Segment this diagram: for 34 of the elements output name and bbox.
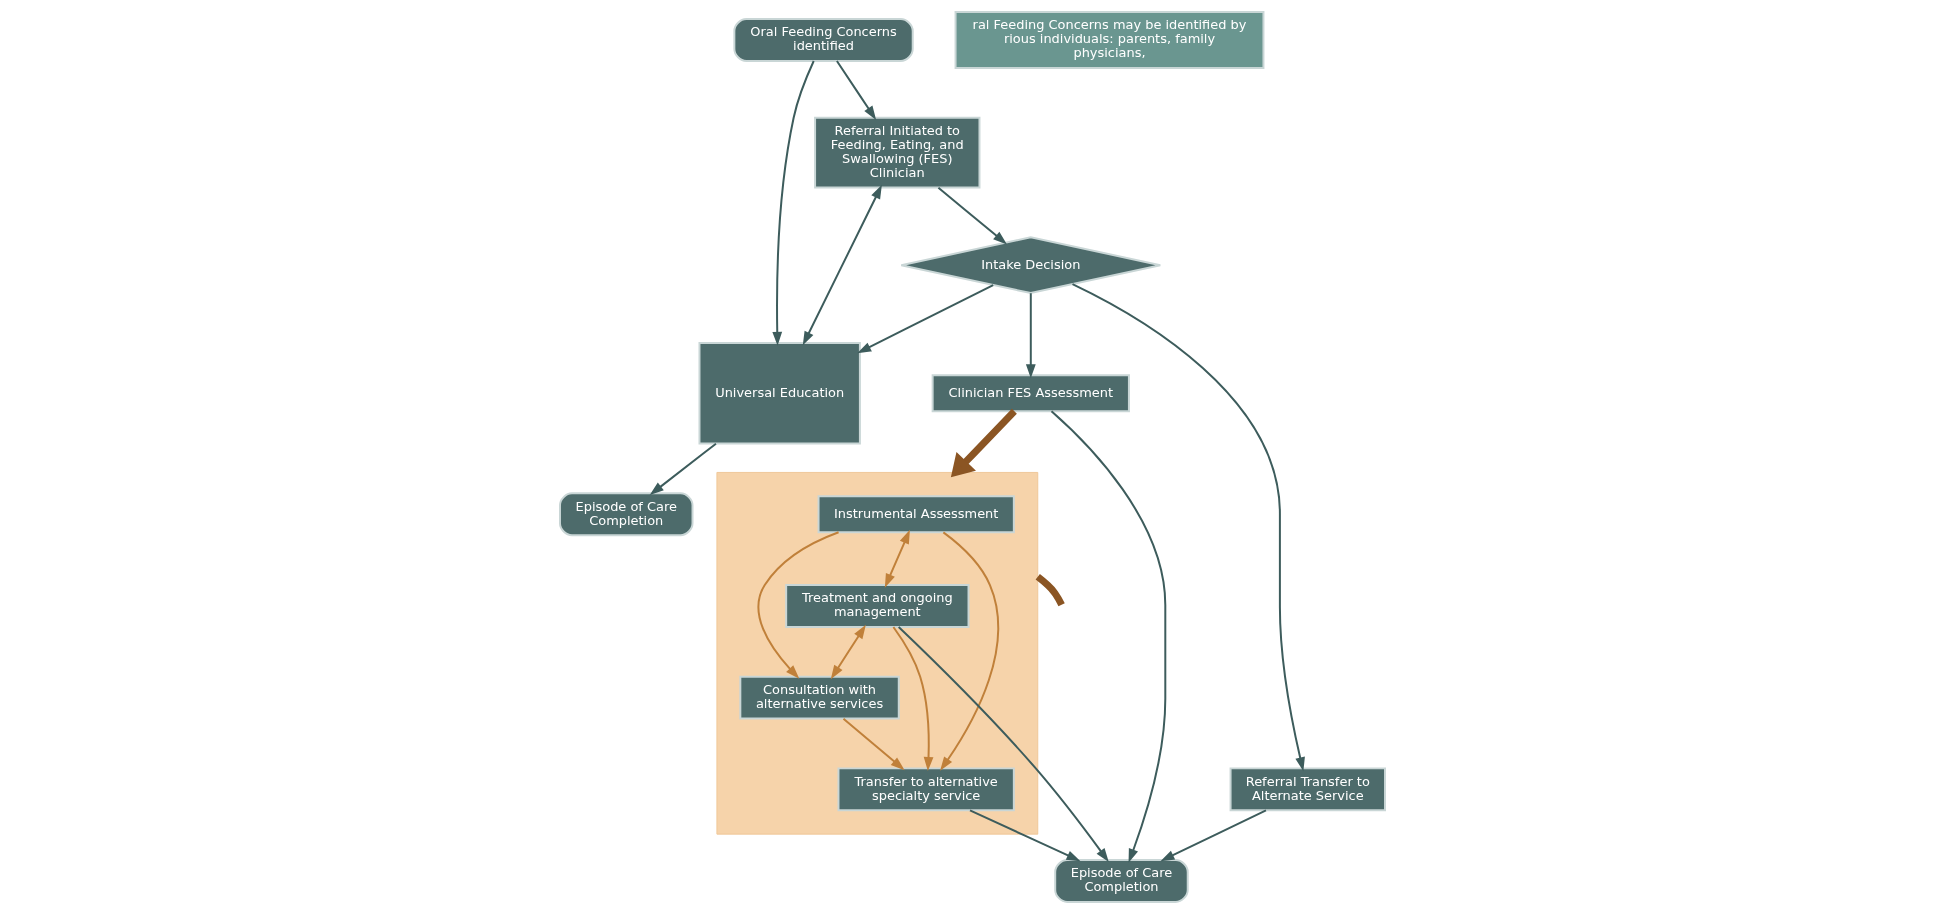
arrow [756, 531, 840, 679]
node-diamond: Intake Decision [899, 236, 1161, 295]
node-box: Treatment and ongoing management [784, 584, 969, 628]
arrow [936, 186, 1007, 245]
arrow [897, 626, 1109, 863]
node-box: Transfer to alternative specialty service [837, 767, 1015, 812]
node-box: Clinician FES Assessment [931, 374, 1130, 413]
node-box: ral Feeding Concerns may be identified by rious individuals: parents, family physicians, [954, 11, 1264, 69]
arrow [649, 442, 717, 496]
arrow [891, 626, 933, 772]
node-box: Referral Initiated to Feeding, Eating, and Swallowing (FES) Clinician [813, 116, 980, 189]
node-box: Oral Feeding Concerns identified [732, 18, 914, 62]
node-box: Consultation with alternative services [738, 675, 900, 720]
arrow [968, 809, 1080, 862]
arrow [802, 184, 882, 346]
arrow [835, 60, 876, 120]
arrow [884, 529, 910, 588]
arrow [1071, 283, 1305, 772]
arrow [830, 624, 866, 680]
connector [1035, 574, 1065, 607]
arrow [856, 284, 994, 354]
node-box: Referral Transfer to Alternate Service [1229, 767, 1386, 812]
arrow [1159, 809, 1267, 862]
node-box: Universal Education [698, 341, 861, 445]
arrow [771, 59, 815, 346]
arrow [1025, 292, 1036, 379]
node-box: Instrumental Assessment [817, 495, 1015, 534]
arrow [950, 408, 1017, 478]
node-box: Episode of Care Completion [558, 492, 693, 537]
arrow [939, 531, 999, 771]
arrow [1050, 410, 1166, 863]
node-box: Episode of Care Completion [1053, 859, 1189, 903]
arrow [841, 717, 905, 771]
cluster [715, 471, 1038, 835]
